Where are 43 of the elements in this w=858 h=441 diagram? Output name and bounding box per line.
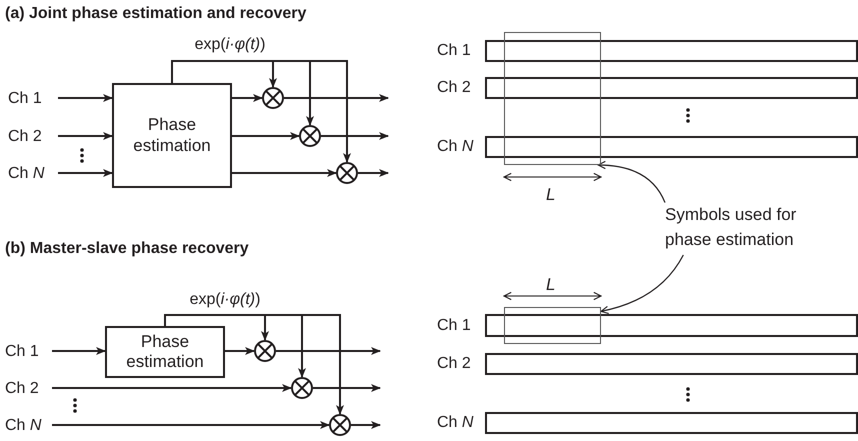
channel-label: Ch N — [8, 164, 58, 184]
curved-arrow — [598, 161, 666, 203]
channel-label: Ch 2 — [8, 127, 58, 147]
edge-label: exp(i·φ(t)) — [188, 290, 262, 310]
channel-label: Ch 2 — [437, 78, 472, 98]
symbol-window — [504, 307, 601, 344]
channel-label: Ch 1 — [437, 316, 472, 336]
channel-label: Ch N — [5, 416, 52, 436]
arrow — [52, 421, 330, 429]
arrow — [358, 169, 389, 177]
symbol-window — [504, 32, 601, 165]
panel-title: (b) Master-slave phase recovery — [5, 239, 249, 259]
arrow — [284, 94, 389, 102]
channel-label: Ch N — [437, 413, 474, 433]
process-box: Phase estimation — [112, 83, 232, 188]
arrow — [171, 60, 351, 163]
channel-label: Ch N — [437, 137, 474, 157]
arrow — [58, 169, 113, 177]
arrow — [58, 132, 113, 140]
arrow — [232, 169, 337, 177]
channel-label: Ch 1 — [5, 342, 52, 362]
arrow — [225, 347, 255, 355]
channel-label: Ch 2 — [5, 379, 52, 399]
arrow — [52, 384, 292, 392]
arrow — [58, 94, 113, 102]
callout-text: Symbols used for phase estimation — [665, 200, 830, 255]
arrow — [351, 421, 381, 429]
arrow — [313, 384, 381, 392]
arrow — [321, 132, 389, 140]
dimension-label: L — [546, 185, 556, 205]
channel-label: Ch 1 — [8, 89, 58, 109]
dimension-label: L — [546, 275, 556, 295]
channel-label: Ch 1 — [437, 41, 472, 61]
arrow — [232, 132, 300, 140]
panel-title: (a) Joint phase estimation and recovery — [5, 4, 306, 24]
curved-arrow — [600, 254, 684, 314]
arrow — [232, 94, 263, 102]
arrow — [164, 314, 344, 415]
edge-label: exp(i·φ(t)) — [192, 35, 268, 55]
arrow — [52, 347, 106, 355]
channel-label: Ch 2 — [437, 354, 472, 374]
arrow — [276, 347, 381, 355]
process-box: Phase estimation — [105, 326, 225, 378]
